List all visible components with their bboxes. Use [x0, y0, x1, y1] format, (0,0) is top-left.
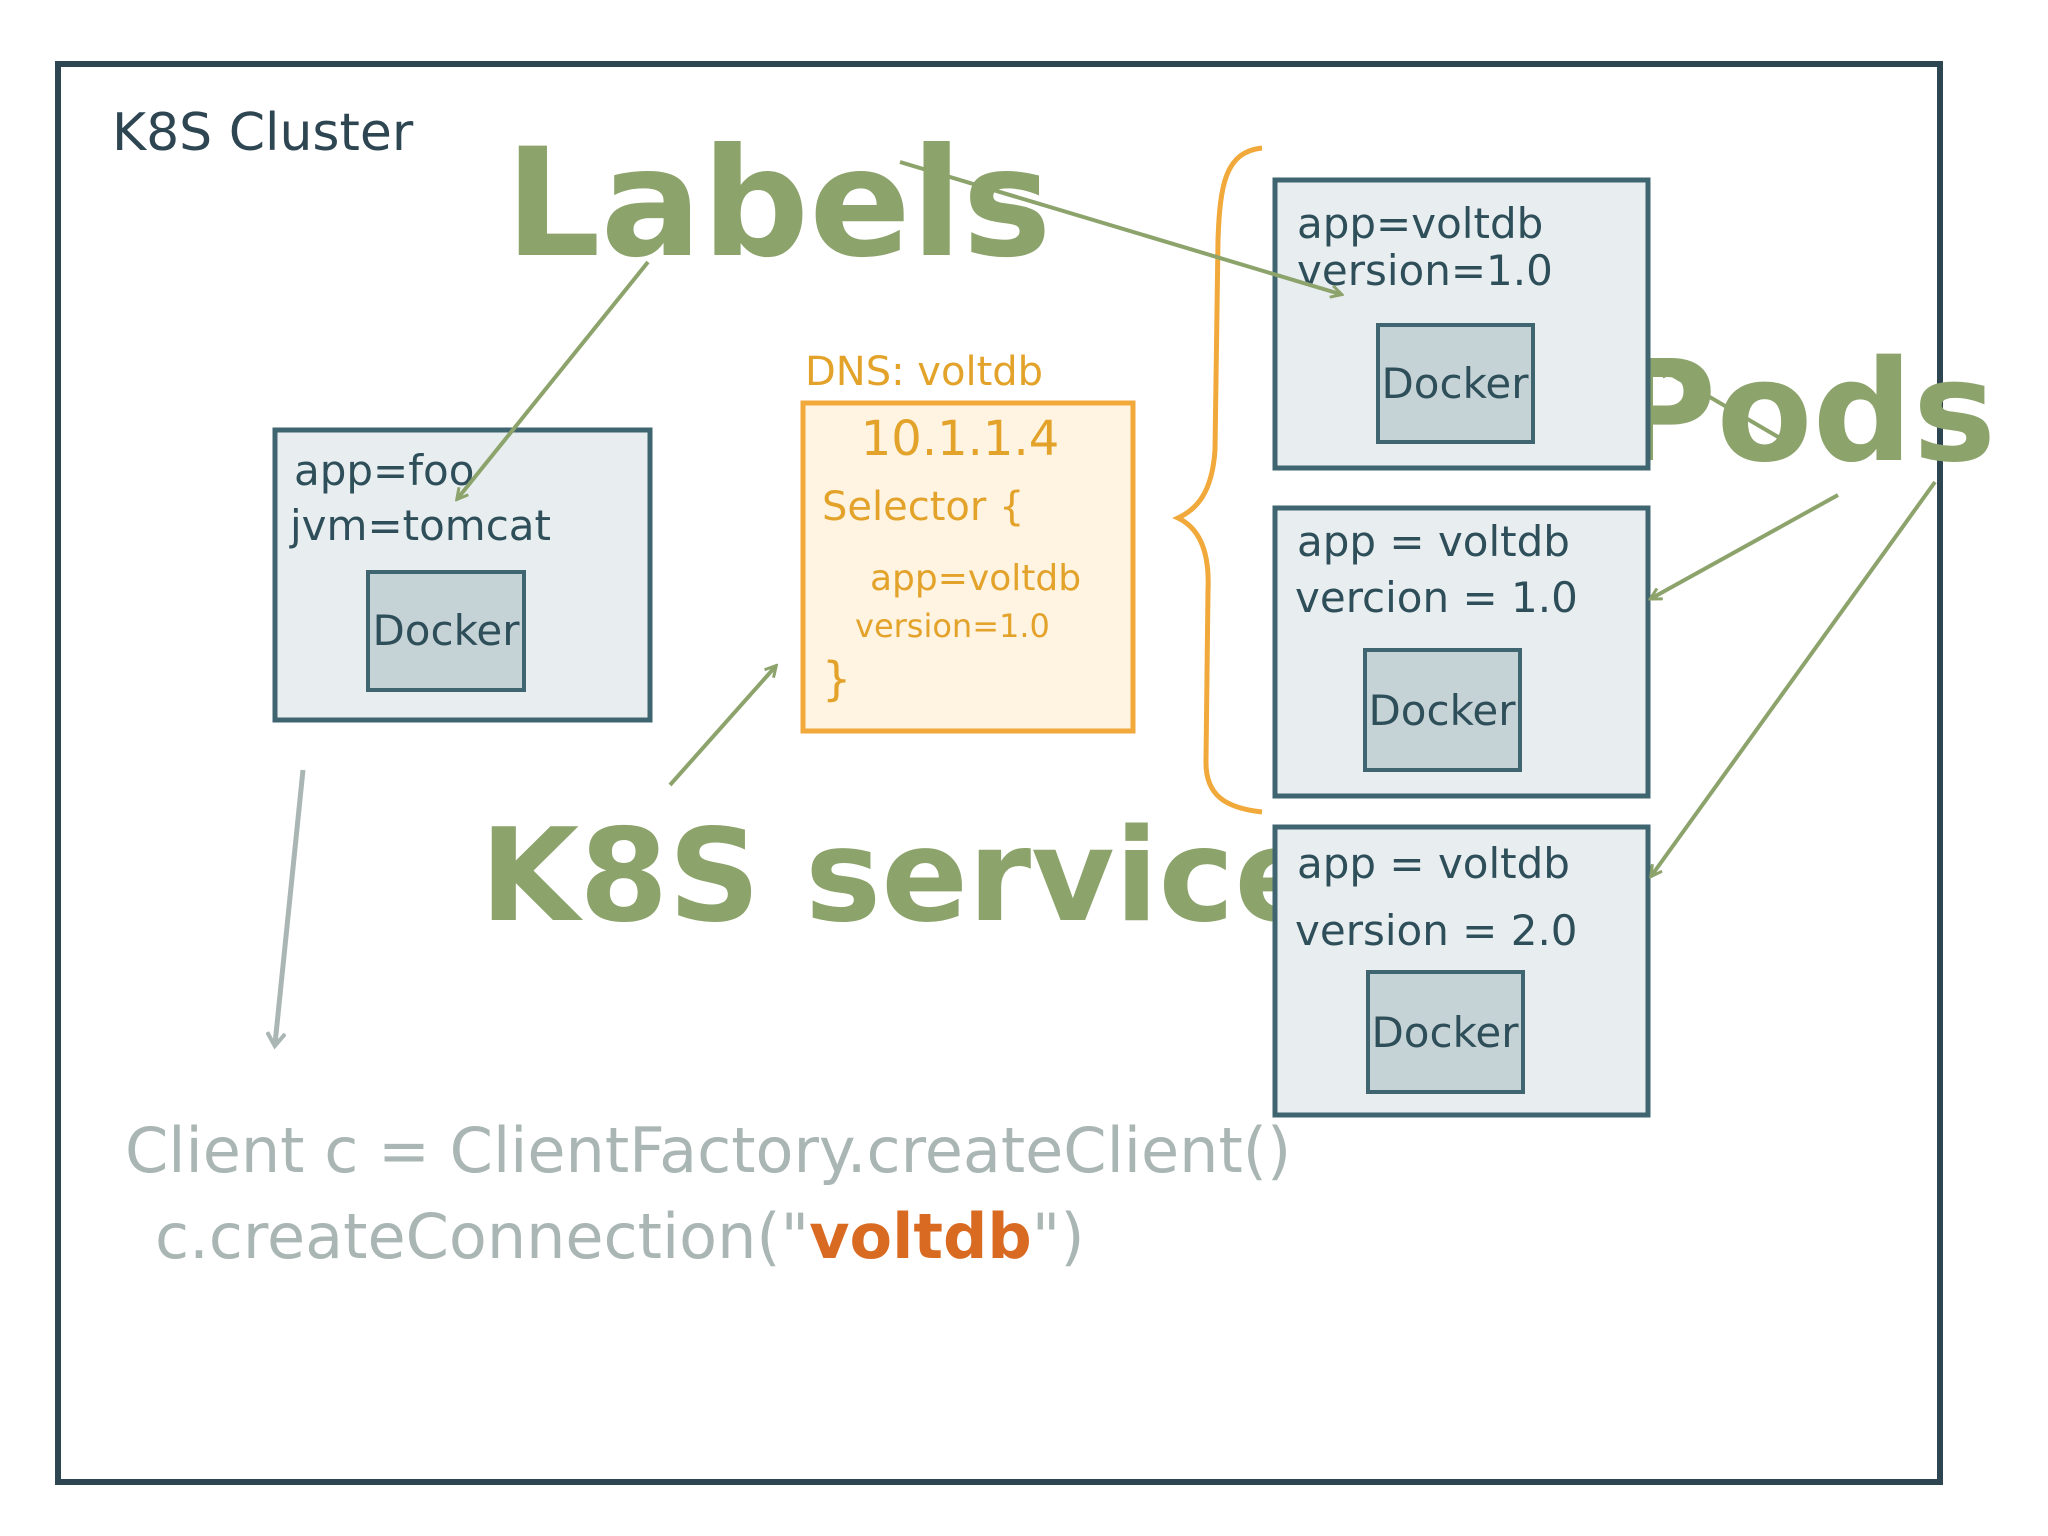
voltdb-pod-2: app = voltdb vercion = 1.0 Docker [1272, 505, 1651, 799]
pod2-docker-container [1363, 648, 1522, 772]
pods-arrow-to-pod2 [1652, 493, 1839, 598]
service-selector-version: version=1.0 [855, 607, 1050, 645]
k8s-service-box: DNS: voltdb 10.1.1.4 Selector { app=volt… [800, 349, 1136, 734]
cluster-title: K8S Cluster [112, 103, 414, 163]
client-code-line2: c.createConnection("voltdb") [155, 1200, 1085, 1273]
pod2-version-label: vercion = 1.0 [1295, 573, 1578, 622]
foo-pod-jvm-label: jvm=tomcat [289, 501, 551, 550]
service-selector-app: app=voltdb [870, 558, 1081, 599]
client-code-accent: voltdb [809, 1200, 1032, 1273]
service-group-brace [1172, 145, 1263, 815]
client-flow-arrow [275, 769, 306, 1044]
pods-arrow-to-pod1 [1660, 368, 1782, 440]
pod1-docker-label: Docker [1381, 359, 1529, 408]
labels-heading: Labels [505, 117, 1052, 291]
pods-arrow-to-pod3 [1652, 480, 1937, 875]
pod3-app-label: app = voltdb [1297, 839, 1570, 888]
pod1-docker-container [1376, 323, 1535, 444]
pod1-version-label: version=1.0 [1297, 246, 1553, 295]
service-ip: 10.1.1.4 [861, 411, 1059, 467]
client-code-line1: Client c = ClientFactory.createClient() [125, 1114, 1291, 1187]
foo-pod-app-label: app=foo [294, 446, 474, 495]
pod1-app-label: app=voltdb [1297, 199, 1543, 248]
pod2-app-label: app = voltdb [1297, 517, 1570, 566]
voltdb-pod-3: app = voltdb version = 2.0 Docker [1272, 824, 1651, 1118]
foo-docker-label: Docker [372, 606, 520, 655]
client-code-line2-suffix: ") [1032, 1200, 1085, 1273]
foo-pod: app=foo jvm=tomcat Docker [272, 427, 653, 723]
foo-docker-container [366, 570, 526, 692]
pod3-version-label: version = 2.0 [1295, 906, 1578, 955]
service-heading: K8S service [480, 802, 1321, 951]
pods-heading: Pods [1614, 331, 1996, 494]
pod2-docker-label: Docker [1368, 686, 1516, 735]
pod3-docker-container [1366, 970, 1525, 1094]
service-selector-close: } [822, 652, 851, 706]
voltdb-pod-1: app=voltdb version=1.0 Docker [1272, 177, 1651, 471]
service-heading-arrow [668, 667, 775, 787]
labels-arrow-to-foo [458, 260, 650, 498]
cluster-boundary [55, 61, 1943, 1485]
service-dns-label: DNS: voltdb [805, 349, 1043, 395]
labels-arrow-to-pod1 [899, 160, 1340, 294]
service-selector-open: Selector { [822, 484, 1024, 530]
client-code-line2-prefix: c.createConnection(" [155, 1200, 809, 1273]
pod3-docker-label: Docker [1371, 1008, 1519, 1057]
